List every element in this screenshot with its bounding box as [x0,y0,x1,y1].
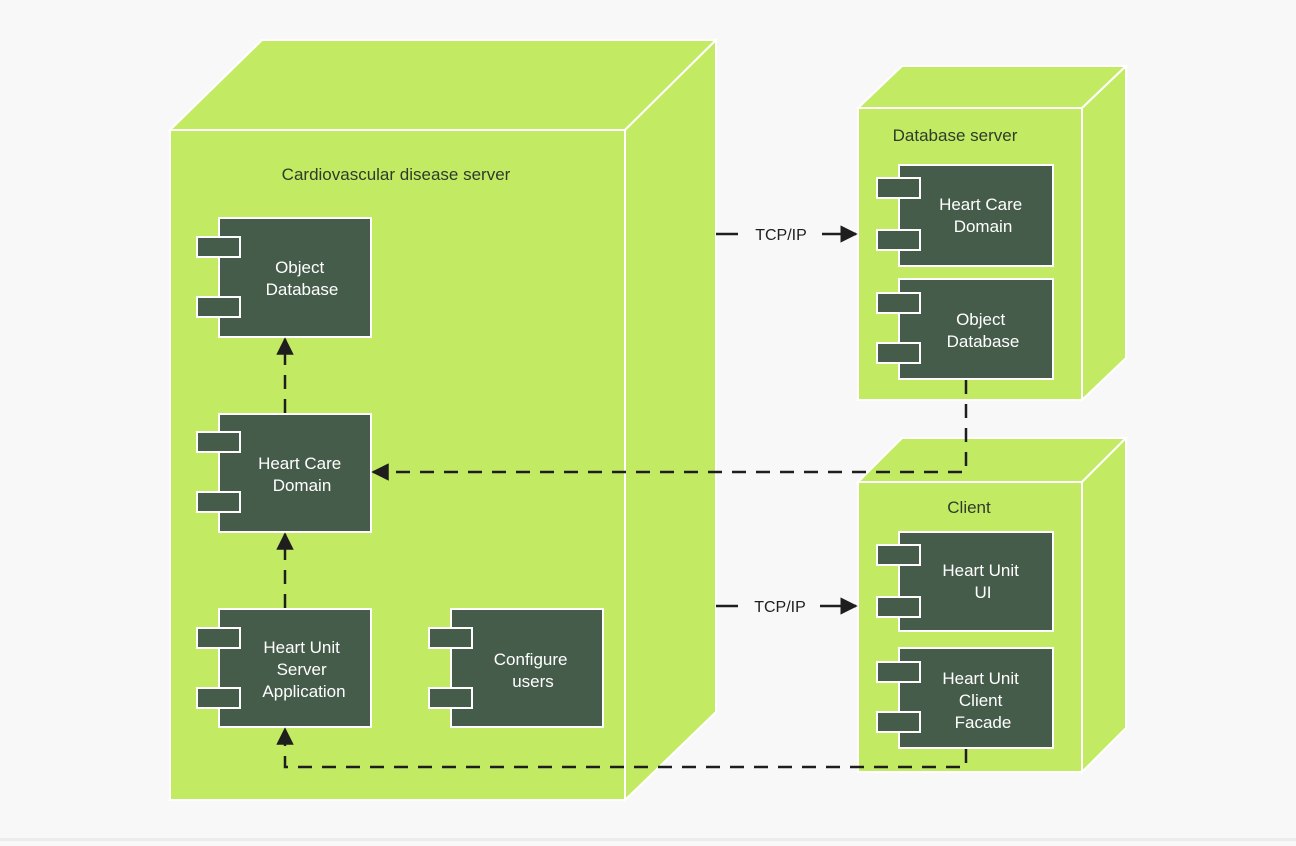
component-label: Database [266,280,339,299]
component-port-icon [196,236,241,258]
dependency-db-object-to-heart-care [371,380,968,481]
component-port-icon [876,229,921,251]
component-heart-unit-ui[interactable]: Heart Unit UI [876,531,1054,632]
component-label: Object [956,310,1005,329]
component-port-icon [876,544,921,566]
svg-text:Heart Care Domain: Heart Care Domain [258,454,346,495]
component-label: Facade [955,713,1012,732]
component-port-icon [876,711,921,733]
node-title: Database server [893,126,1018,145]
tcp-ip-label: TCP/IP [755,227,807,244]
component-object-database[interactable]: Object Database [876,278,1054,380]
node-top-face [855,65,1129,109]
component-heart-care-domain[interactable]: Heart Care Domain [876,164,1054,267]
component-port-icon [196,627,241,649]
svg-text:Configure users: Configure users [494,650,572,691]
component-heart-unit-server-application[interactable]: Heart Unit Server Application [196,608,372,728]
node-side-face [624,37,717,803]
svg-text:Object Database: Object Database [947,310,1020,351]
component-heart-care-domain[interactable]: Heart Care Domain [196,413,372,533]
component-port-icon [876,292,921,314]
component-label: Client [959,691,1003,710]
tcp-ip-link-database: TCP/IP [716,225,858,244]
component-label: UI [975,583,992,602]
component-port-icon [428,627,473,649]
component-object-database[interactable]: Object Database [196,217,372,338]
svg-text:Heart Unit UI: Heart Unit UI [942,561,1023,602]
component-label: Configure [494,650,568,669]
node-side-face [1081,435,1127,775]
component-port-icon [196,296,241,318]
component-label: Heart Unit [942,669,1019,688]
bottom-divider [0,838,1296,841]
dependency-client-facade-to-server-app [276,727,968,769]
node-cardiovascular-server[interactable]: Cardiovascular disease server Object Dat… [167,37,719,803]
component-label: Object [275,258,324,277]
component-label: Heart Unit [263,638,340,657]
component-configure-users[interactable]: Configure users [428,608,604,728]
node-top-face [167,39,719,131]
svg-text:Heart Care Domain: Heart Care Domain [939,195,1027,236]
component-label: Application [262,682,345,701]
node-database-server[interactable]: Database server Heart Care Domain Object… [855,63,1129,403]
svg-text:Heart Unit Client: Heart Unit Client Facade [942,669,1023,732]
component-port-icon [876,342,921,364]
component-heart-unit-client-facade[interactable]: Heart Unit Client Facade [876,647,1054,749]
component-label: users [512,672,554,691]
component-port-icon [196,491,241,513]
tcp-ip-link-client: TCP/IP [716,597,858,616]
node-client[interactable]: Client Heart Unit UI Heart Unit Client F… [855,435,1129,775]
component-port-icon [876,596,921,618]
node-title: Cardiovascular disease server [282,165,511,184]
svg-text:Heart Unit Server: Heart Unit Server Application [262,638,345,701]
component-label: Server [277,660,327,679]
component-label: Domain [273,476,332,495]
svg-text:Object Database: Object Database [266,258,339,299]
node-title: Client [947,498,991,517]
component-port-icon [876,177,921,199]
component-label: Domain [954,217,1013,236]
tcp-ip-label: TCP/IP [754,599,806,616]
node-top-face [855,437,1129,483]
component-label: Heart Care [939,195,1022,214]
component-port-icon [196,431,241,453]
component-label: Heart Unit [942,561,1019,580]
component-label: Database [947,332,1020,351]
node-side-face [1081,63,1127,403]
component-port-icon [876,661,921,683]
component-port-icon [196,687,241,709]
component-port-icon [428,687,473,709]
component-label: Heart Care [258,454,341,473]
